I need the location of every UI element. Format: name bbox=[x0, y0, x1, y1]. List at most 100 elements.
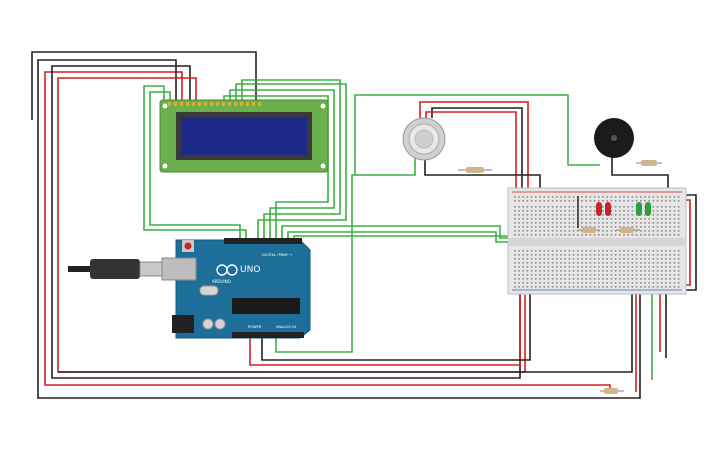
led-red[interactable] bbox=[596, 202, 611, 216]
wire-green-lcd2[interactable] bbox=[143, 85, 247, 240]
breadboard-hole bbox=[602, 274, 604, 276]
resistor[interactable] bbox=[616, 227, 640, 233]
breadboard-hole bbox=[560, 210, 562, 212]
breadboard-hole bbox=[602, 278, 604, 280]
breadboard-hole bbox=[539, 234, 541, 236]
wire-black-top[interactable] bbox=[31, 51, 257, 120]
wire-black-gnd[interactable] bbox=[261, 292, 531, 361]
wire-green-lcd5[interactable] bbox=[229, 89, 335, 240]
piezo-buzzer-icon[interactable] bbox=[594, 118, 634, 158]
breadboard-hole bbox=[614, 230, 617, 232]
breadboard-hole bbox=[648, 226, 650, 228]
breadboard-hole bbox=[627, 282, 629, 284]
wire-red-5v[interactable] bbox=[249, 292, 521, 366]
breadboard-hole bbox=[539, 214, 541, 216]
breadboard-hole bbox=[551, 282, 554, 284]
breadboard-hole bbox=[526, 222, 529, 224]
resistor[interactable] bbox=[636, 160, 662, 166]
breadboard-hole bbox=[606, 258, 608, 260]
wire-red-buzzer[interactable] bbox=[635, 199, 691, 392]
breadboard-hole bbox=[598, 234, 600, 236]
wire-green-sensor[interactable] bbox=[354, 94, 600, 175]
breadboard-hole bbox=[619, 234, 621, 236]
breadboard-hole bbox=[581, 258, 583, 260]
breadboard-hole bbox=[631, 266, 634, 268]
breadboard-hole bbox=[677, 278, 680, 280]
wire-green-lcd4[interactable] bbox=[241, 79, 341, 240]
breadboard-hole bbox=[627, 262, 629, 264]
wire-green-analog[interactable] bbox=[275, 140, 416, 353]
breadboard-hole bbox=[673, 234, 676, 236]
breadboard-hole bbox=[526, 250, 529, 252]
breadboard-hole bbox=[635, 196, 638, 198]
breadboard-hole bbox=[665, 210, 667, 212]
resistor[interactable] bbox=[600, 388, 624, 394]
breadboard-hole bbox=[514, 258, 516, 260]
usb-cable-icon[interactable] bbox=[68, 259, 163, 279]
breadboard-hole bbox=[556, 200, 558, 202]
wire-green-lcd3[interactable] bbox=[235, 83, 347, 240]
breadboard-hole bbox=[589, 266, 592, 268]
breadboard-hole bbox=[610, 250, 613, 252]
breadboard-hole bbox=[614, 234, 617, 236]
breadboard-hole bbox=[627, 222, 629, 224]
crystal bbox=[199, 285, 219, 296]
breadboard-hole bbox=[669, 222, 671, 224]
breadboard-hole bbox=[635, 230, 638, 232]
breadboard-hole bbox=[644, 250, 646, 252]
breadboard-hole bbox=[526, 262, 529, 264]
lcd-display[interactable] bbox=[159, 99, 329, 173]
breadboard-hole bbox=[526, 282, 529, 284]
breadboard-hole bbox=[593, 254, 596, 256]
reset-button-cap[interactable] bbox=[184, 242, 192, 250]
led-green[interactable] bbox=[636, 202, 651, 216]
breadboard-hole bbox=[551, 214, 554, 216]
breadboard-hole bbox=[623, 266, 625, 268]
breadboard-hole bbox=[619, 218, 621, 220]
gas-sensor-icon[interactable] bbox=[402, 117, 446, 161]
wire-green-lcd1[interactable] bbox=[149, 91, 241, 240]
lcd-hole bbox=[162, 163, 168, 169]
breadboard-hole bbox=[602, 266, 604, 268]
breadboard-hole bbox=[585, 226, 587, 228]
wire-red-inner[interactable] bbox=[57, 77, 526, 373]
resistor[interactable] bbox=[578, 227, 600, 233]
breadboard-hole bbox=[564, 282, 566, 284]
breadboard-hole bbox=[640, 250, 642, 252]
breadboard-hole bbox=[652, 230, 655, 232]
breadboard-hole bbox=[602, 250, 604, 252]
power-header-label: POWER bbox=[248, 325, 262, 329]
breadboard-hole bbox=[551, 196, 554, 198]
breadboard-hole bbox=[568, 210, 571, 212]
resistor[interactable] bbox=[458, 167, 492, 173]
breadboard-hole bbox=[551, 270, 554, 272]
wire-black-sensor2[interactable] bbox=[424, 160, 541, 190]
wire-red-sensor2[interactable] bbox=[425, 111, 517, 190]
breadboard-hole bbox=[598, 250, 600, 252]
wire-black-v1[interactable] bbox=[58, 290, 633, 373]
breadboard-hole bbox=[564, 222, 566, 224]
breadboard-hole bbox=[619, 206, 621, 208]
breadboard-hole bbox=[661, 210, 663, 212]
breadboard-hole bbox=[589, 218, 592, 220]
breadboard-hole bbox=[606, 278, 608, 280]
wire-black-sensor[interactable] bbox=[431, 107, 523, 190]
breadboard-hole bbox=[560, 282, 562, 284]
lcd-pins bbox=[168, 102, 261, 106]
breadboard-hole bbox=[543, 206, 545, 208]
breadboard-hole bbox=[606, 274, 608, 276]
breadboard-hole bbox=[614, 222, 617, 224]
breadboard-hole bbox=[652, 210, 655, 212]
breadboard-hole bbox=[543, 210, 545, 212]
breadboard-hole bbox=[589, 258, 592, 260]
arduino-uno-board[interactable]: UNO ARDUINO DIGITAL (PWM~) POWER ANALOG … bbox=[161, 238, 311, 339]
wire-black-buzzer[interactable] bbox=[611, 150, 669, 195]
breadboard-hole bbox=[665, 214, 667, 216]
wire-red-outer[interactable] bbox=[44, 71, 611, 392]
breadboard-hole bbox=[631, 258, 634, 260]
breadboard-hole bbox=[518, 266, 520, 268]
wire-red-sensor[interactable] bbox=[419, 101, 529, 190]
breadboard-hole bbox=[610, 262, 613, 264]
breadboard-hole bbox=[530, 270, 533, 272]
breadboard-hole bbox=[648, 286, 650, 288]
